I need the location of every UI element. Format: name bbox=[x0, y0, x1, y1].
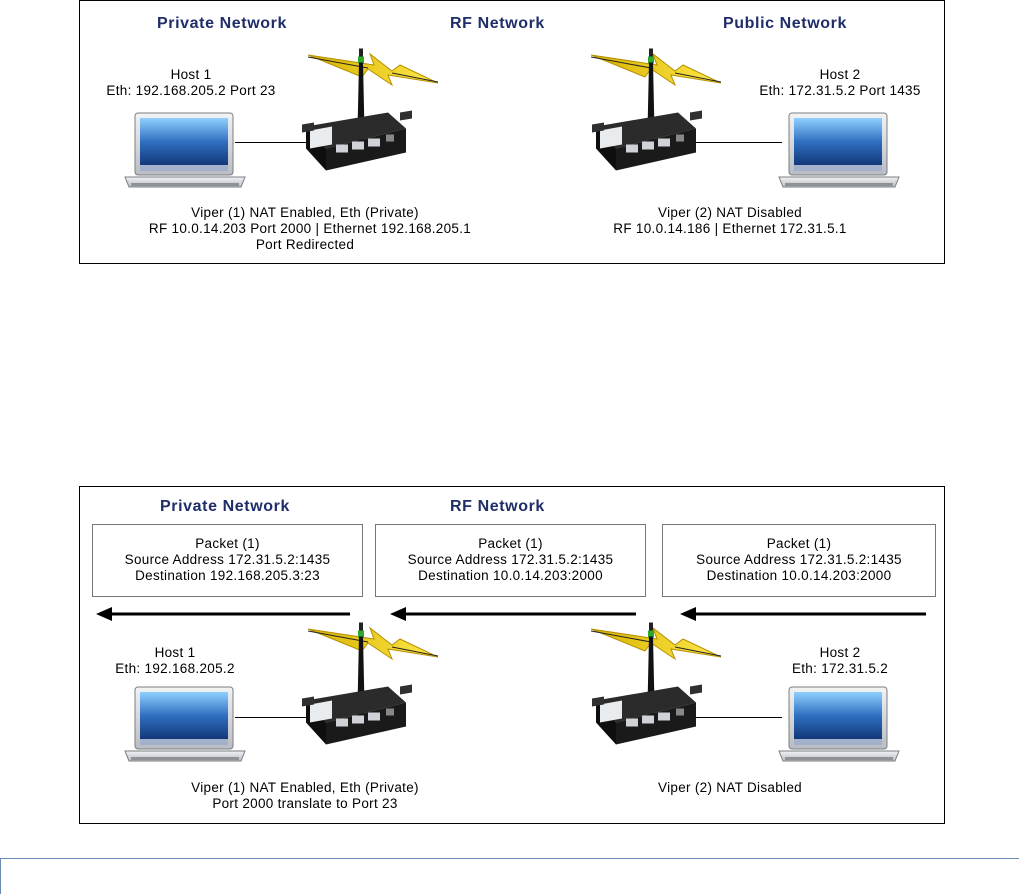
viper1-caption-line3: Port Redirected bbox=[255, 237, 355, 252]
packet-private-title: Packet (1) bbox=[195, 536, 260, 551]
host1-eth: Eth: 192.168.205.2 Port 23 bbox=[106, 83, 276, 98]
bottom-viper1-caption-line1: Viper (1) NAT Enabled, Eth (Private) bbox=[191, 780, 419, 795]
packet-box-private: Packet (1) Source Address 172.31.5.2:143… bbox=[92, 524, 363, 597]
packet-rf-destination: Destination 10.0.14.203:2000 bbox=[418, 568, 603, 583]
host1-link-line bbox=[235, 142, 307, 143]
bottom-host1-laptop-icon bbox=[123, 685, 247, 763]
arrow-left-icon bbox=[680, 607, 926, 621]
private-network-header: Private Network bbox=[157, 15, 287, 32]
bottom-viper1-caption-line2: Port 2000 translate to Port 23 bbox=[212, 796, 398, 811]
packet-public-source: Source Address 172.31.5.2:1435 bbox=[696, 552, 902, 567]
diagram-bottom-panel: Private Network RF Network Packet (1) So… bbox=[79, 486, 945, 824]
bottom-viper2-radio-modem-icon bbox=[592, 615, 702, 755]
host1-laptop-icon bbox=[123, 111, 247, 189]
rf-network-header: RF Network bbox=[450, 15, 545, 32]
host2-laptop-icon bbox=[777, 111, 901, 189]
packet-rf-title: Packet (1) bbox=[478, 536, 543, 551]
packet-public-destination: Destination 10.0.14.203:2000 bbox=[706, 568, 892, 583]
viper2-caption-line1: Viper (2) NAT Disabled bbox=[658, 205, 802, 220]
bottom-viper1-radio-modem-icon bbox=[302, 615, 412, 755]
bottom-private-network-header: Private Network bbox=[160, 498, 290, 515]
viper2-caption-line2: RF 10.0.14.186 | Ethernet 172.31.5.1 bbox=[613, 221, 847, 236]
arrow-left-icon bbox=[390, 607, 636, 621]
bottom-host1-link-line bbox=[235, 717, 307, 718]
page-footer-rule bbox=[0, 858, 1019, 859]
packet-rf-source: Source Address 172.31.5.2:1435 bbox=[407, 552, 614, 567]
bottom-viper2-caption-line1: Viper (2) NAT Disabled bbox=[658, 780, 802, 795]
packet-public-title: Packet (1) bbox=[766, 536, 832, 551]
packet-box-rf: Packet (1) Source Address 172.31.5.2:143… bbox=[375, 524, 646, 597]
bottom-host2-title: Host 2 bbox=[819, 645, 861, 660]
bottom-host1-eth: Eth: 192.168.205.2 bbox=[115, 661, 235, 676]
bottom-host2-laptop-icon bbox=[777, 685, 901, 763]
packet-private-source: Source Address 172.31.5.2:1435 bbox=[124, 552, 331, 567]
bottom-host1-title: Host 1 bbox=[154, 645, 196, 660]
packet-private-destination: Destination 192.168.205.3:23 bbox=[135, 568, 320, 583]
arrow-left-icon bbox=[96, 607, 350, 621]
host2-link-line bbox=[678, 142, 782, 143]
diagram-top-panel: Private Network RF Network Public Networ… bbox=[79, 0, 945, 264]
bottom-host2-eth: Eth: 172.31.5.2 bbox=[791, 661, 889, 676]
packet-box-public: Packet (1) Source Address 172.31.5.2:143… bbox=[662, 524, 936, 597]
page-footer-rule-edge bbox=[0, 858, 1, 894]
bottom-host2-link-line bbox=[678, 717, 782, 718]
viper1-caption-line1: Viper (1) NAT Enabled, Eth (Private) bbox=[191, 205, 419, 220]
bottom-rf-network-header: RF Network bbox=[450, 498, 545, 515]
viper2-radio-modem-icon bbox=[592, 41, 702, 181]
host2-title: Host 2 bbox=[819, 67, 861, 82]
viper1-radio-modem-icon bbox=[302, 41, 412, 181]
host1-title: Host 1 bbox=[170, 67, 212, 82]
host2-eth: Eth: 172.31.5.2 Port 1435 bbox=[759, 83, 921, 98]
public-network-header: Public Network bbox=[723, 15, 847, 32]
viper1-caption-line2: RF 10.0.14.203 Port 2000 | Ethernet 192.… bbox=[148, 221, 472, 236]
